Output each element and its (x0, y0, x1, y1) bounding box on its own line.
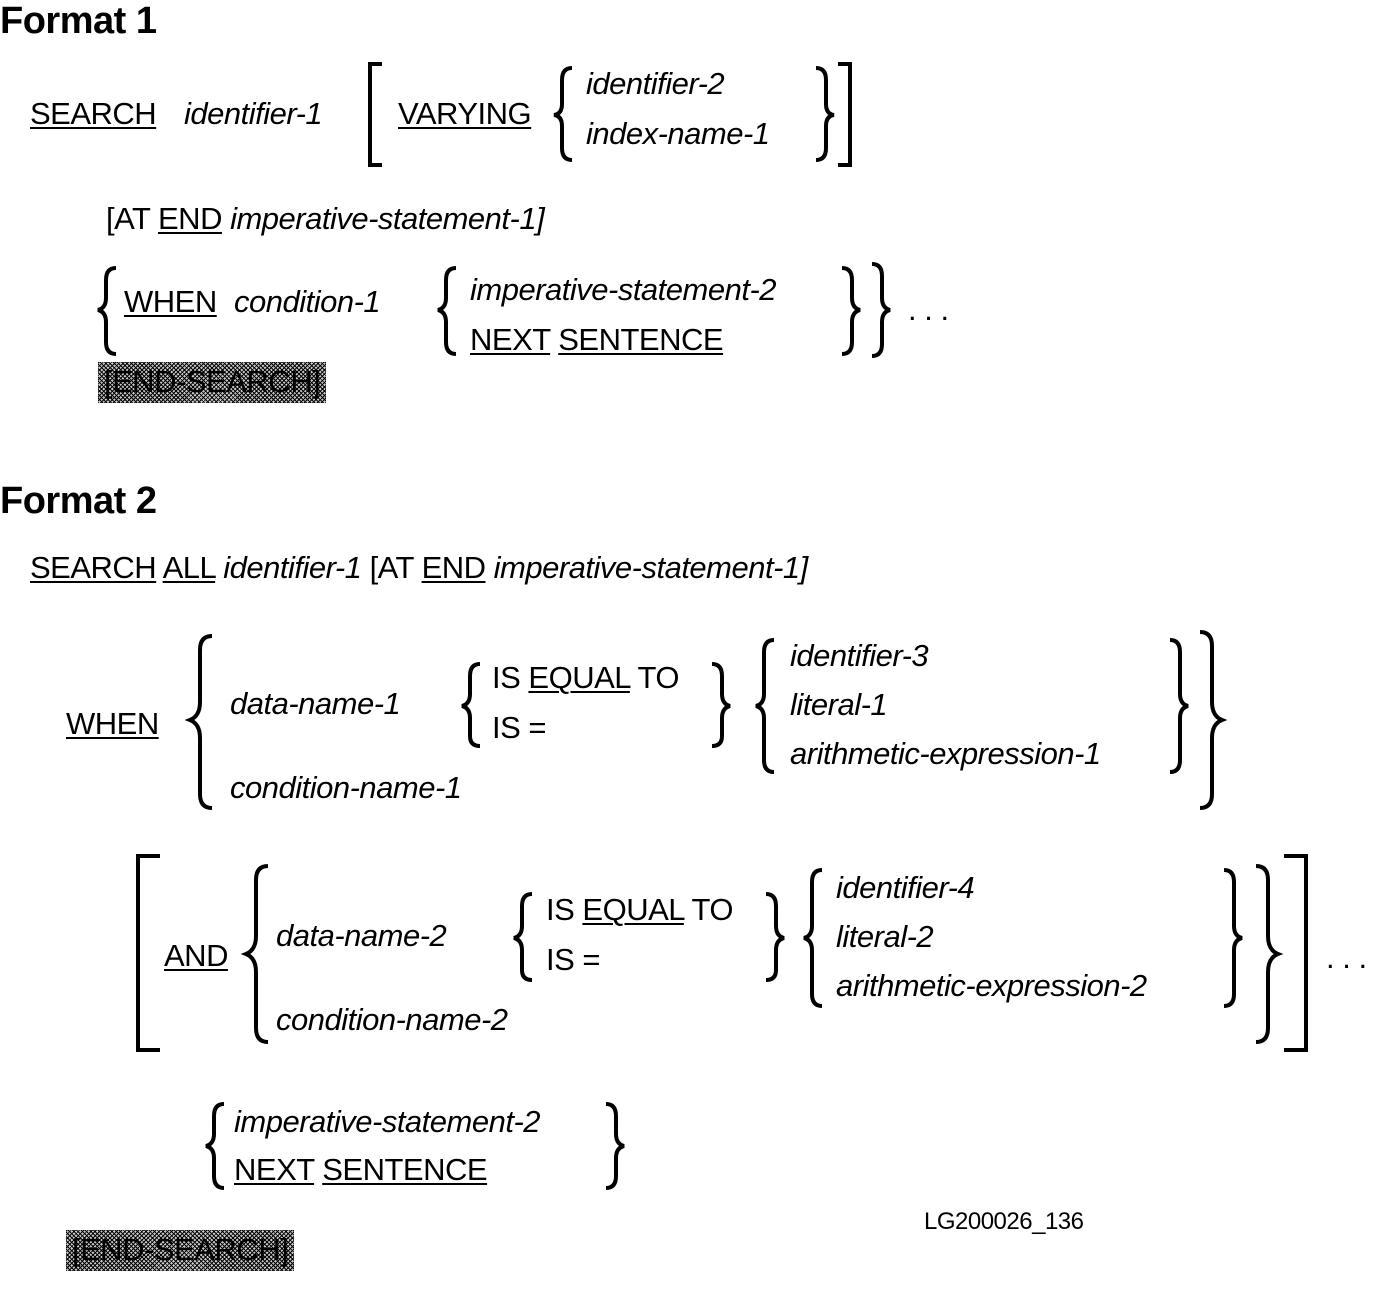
and-brace-close (1255, 864, 1284, 1044)
operand-brace-close (1169, 638, 1189, 774)
ellipsis: . . . (1326, 940, 1367, 975)
optional-bracket-open (368, 62, 382, 167)
identifier-1: identifier-1 (184, 96, 323, 131)
at-open: [AT (369, 550, 414, 585)
choice-brace-open (437, 266, 457, 356)
data-name-2: data-name-2 (276, 918, 447, 953)
next-keyword: NEXT (470, 322, 551, 357)
operand-brace-close (1223, 868, 1243, 1008)
choice-brace-open (205, 1102, 225, 1190)
condition-name-1: condition-name-1 (230, 770, 462, 805)
choice-brace-close (815, 66, 835, 162)
operand-brace-open (755, 638, 775, 774)
search-keyword: SEARCH (30, 550, 157, 585)
end-search-shaded: [END-SEARCH] (66, 1230, 294, 1271)
imperative-statement-1: imperative-statement-1] (230, 201, 545, 236)
at-open: [AT (106, 201, 150, 236)
is-brace-close (711, 662, 731, 748)
all-keyword: ALL (162, 550, 216, 585)
next-sentence: NEXT SENTENCE (234, 1152, 488, 1187)
condition-name-2: condition-name-2 (276, 1002, 508, 1037)
figure-id: LG200026_136 (924, 1208, 1084, 1235)
and-keyword: AND (164, 938, 228, 973)
is-keyword: IS (492, 660, 521, 695)
is-brace-close (765, 892, 785, 982)
imperative-statement-2: imperative-statement-2 (234, 1104, 541, 1139)
and-bracket-open (136, 854, 160, 1052)
is-equals-sign-2: IS = (546, 942, 601, 977)
end-search-shaded: [END-SEARCH] (98, 362, 326, 403)
when-keyword: WHEN (66, 706, 159, 741)
repeat-brace-close (871, 262, 891, 358)
equal-keyword: EQUAL (582, 892, 684, 927)
is-brace-open (513, 892, 533, 982)
literal-1: literal-1 (790, 687, 888, 722)
ellipsis: . . . (908, 292, 949, 327)
literal-2: literal-2 (836, 919, 934, 954)
to-keyword: TO (637, 660, 679, 695)
identifier-2: identifier-2 (586, 66, 725, 101)
imperative-statement-2: imperative-statement-2 (470, 272, 777, 307)
end-keyword: END (158, 201, 222, 236)
imperative-statement-1: imperative-statement-1] (493, 550, 809, 585)
optional-bracket-close (838, 62, 852, 167)
next-keyword: NEXT (234, 1152, 315, 1187)
and-brace-open (240, 864, 269, 1044)
arithmetic-expression-2: arithmetic-expression-2 (836, 968, 1147, 1003)
identifier-4: identifier-4 (836, 870, 975, 905)
format1-heading: Format 1 (0, 0, 157, 42)
end-keyword: END (421, 550, 486, 585)
is-equals-sign-1: IS = (492, 710, 547, 745)
when-keyword: WHEN (124, 284, 217, 319)
index-name-1: index-name-1 (586, 116, 770, 151)
varying-keyword: VARYING (398, 96, 532, 131)
condition-1: condition-1 (234, 284, 381, 319)
data-name-1: data-name-1 (230, 686, 401, 721)
sentence-keyword: SENTENCE (558, 322, 724, 357)
search-all-line: SEARCH ALL identifier-1 [AT END imperati… (30, 552, 808, 583)
format2-heading: Format 2 (0, 480, 157, 522)
at-end-clause: [AT END imperative-statement-1] (106, 201, 545, 236)
choice-brace-open (553, 66, 573, 162)
arithmetic-expression-1: arithmetic-expression-1 (790, 736, 1101, 771)
choice-brace-close (841, 266, 861, 356)
next-sentence: NEXT SENTENCE (470, 322, 724, 357)
is-equal-to-1: IS EQUAL TO (492, 662, 679, 693)
sentence-keyword: SENTENCE (322, 1152, 488, 1187)
choice-brace-close (605, 1102, 625, 1190)
equal-keyword: EQUAL (528, 660, 630, 695)
to-keyword: TO (691, 892, 733, 927)
search-keyword: SEARCH (30, 96, 157, 131)
is-keyword: IS (546, 892, 575, 927)
identifier-1: identifier-1 (223, 550, 362, 585)
operand-brace-open (803, 868, 823, 1008)
identifier-3: identifier-3 (790, 638, 929, 673)
is-equal-to-2: IS EQUAL TO (546, 894, 733, 925)
is-brace-open (461, 662, 481, 748)
and-bracket-close (1284, 854, 1308, 1052)
repeat-brace-open (97, 266, 117, 356)
when-brace-open (184, 634, 213, 810)
when-brace-close (1199, 630, 1228, 810)
